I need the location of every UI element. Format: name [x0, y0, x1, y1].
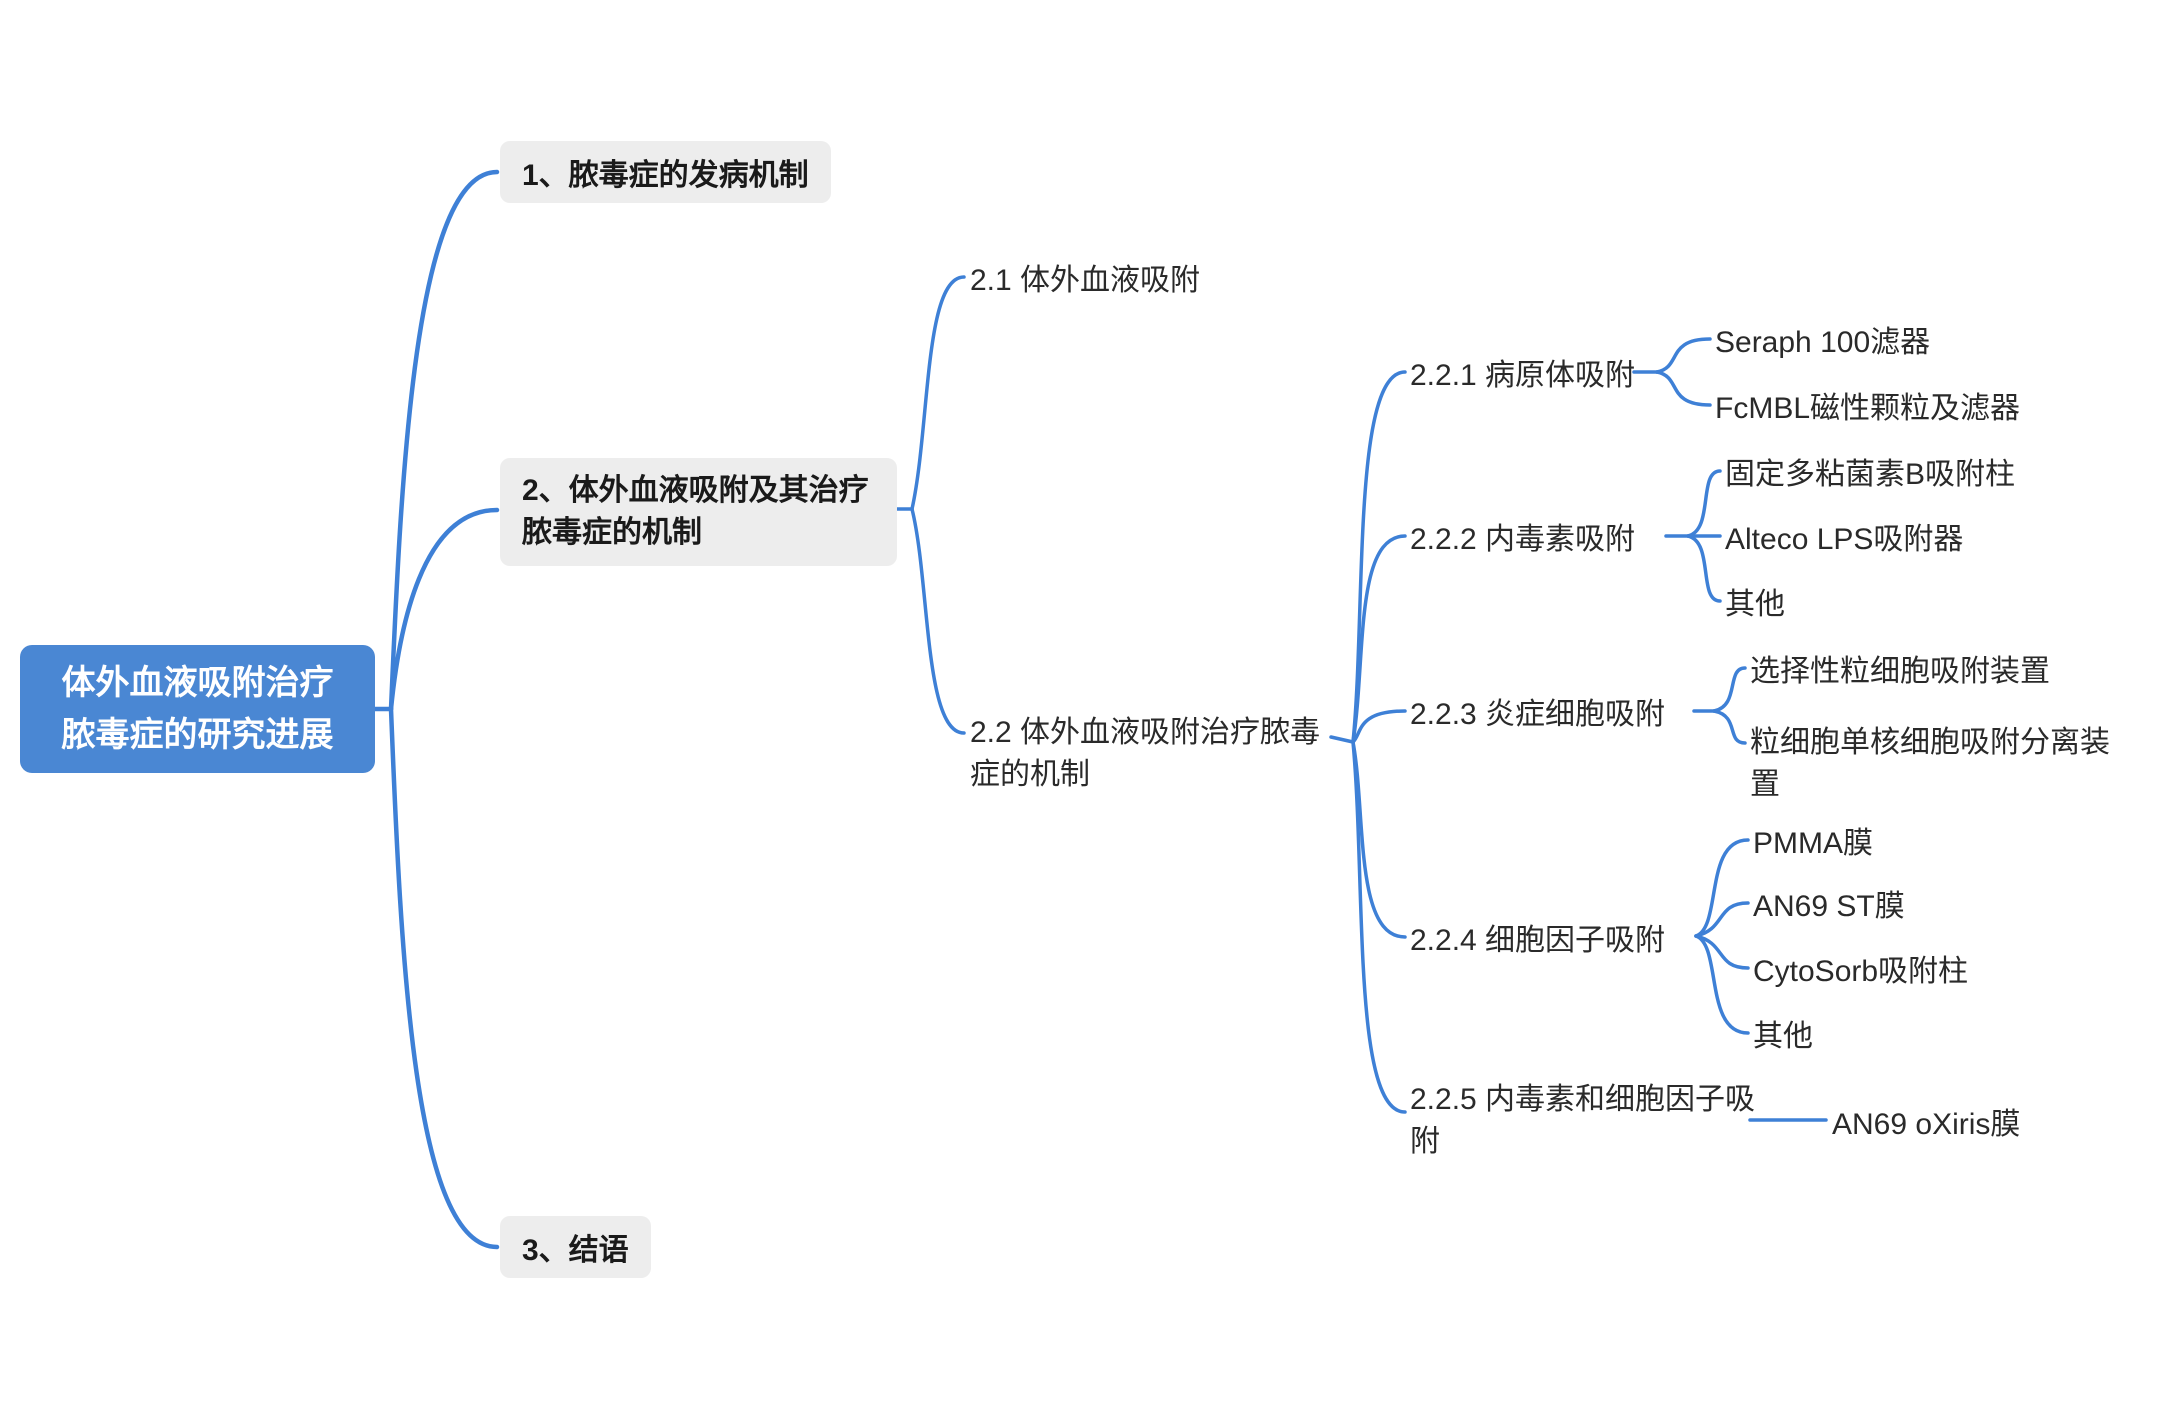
root-branch-connectors: [372, 169, 500, 1250]
topic-2-blood-adsorption[interactable]: 2、体外血液吸附及其治疗 脓毒症的机制: [500, 458, 897, 566]
subtopic-2-2-connectors: [1329, 370, 1407, 1114]
leaf-endotoxin-other[interactable]: 其他: [1725, 588, 1785, 621]
leaf-polymyxin-b-column[interactable]: 固定多粘菌素B吸附柱: [1725, 458, 2016, 491]
node-2-2-1-pathogen-adsorption[interactable]: 2.2.1 病原体吸附: [1410, 359, 1636, 392]
node-2-2-1-connectors: [1632, 337, 1712, 407]
leaf-an69-oxiris-membrane[interactable]: AN69 oXiris膜: [1832, 1108, 2021, 1141]
leaf-an69-st-membrane[interactable]: AN69 ST膜: [1753, 890, 1905, 923]
leaf-pmma-membrane[interactable]: PMMA膜: [1753, 827, 1873, 860]
leaf-seraph-100[interactable]: Seraph 100滤器: [1715, 326, 1931, 359]
node-2-2-3-inflammatory-cell-adsorption[interactable]: 2.2.3 炎症细胞吸附: [1410, 698, 1666, 731]
node-2-2[interactable]: 2.2 体外血液吸附治疗脓毒 症的机制: [970, 716, 1321, 791]
leaf-cytosorb-column[interactable]: CytoSorb吸附柱: [1753, 955, 1969, 988]
leaf-fcmbl-magnetic-particles[interactable]: FcMBL磁性颗粒及滤器: [1715, 392, 2021, 425]
node-2-1[interactable]: 2.1 体外血液吸附: [970, 264, 1201, 297]
node-2-2-4-cytokine-adsorption[interactable]: 2.2.4 细胞因子吸附: [1410, 924, 1666, 957]
node-2-2-5-endotoxin-and-cytokine-adsorption[interactable]: 2.2.5 内毒素和细胞因子吸 附: [1410, 1083, 1756, 1158]
topic-3-conclusion[interactable]: 3、结语: [500, 1216, 651, 1278]
leaf-cytokine-other[interactable]: 其他: [1753, 1020, 1813, 1053]
node-2-2-2-endotoxin-adsorption[interactable]: 2.2.2 内毒素吸附: [1410, 523, 1636, 556]
topic-1-sepsis-mechanism[interactable]: 1、脓毒症的发病机制: [500, 141, 831, 203]
topic2-connectors: [895, 275, 966, 735]
node-2-2-4-connectors: [1694, 838, 1750, 1035]
root-node[interactable]: 体外血液吸附治疗 脓毒症的研究进展: [20, 645, 375, 773]
node-2-2-3-connectors: [1692, 666, 1747, 745]
leaf-alteco-lps[interactable]: Alteco LPS吸附器: [1725, 523, 1964, 556]
leaf-granulocyte-monocyte-apheresis-device[interactable]: 粒细胞单核细胞吸附分离装 置: [1750, 726, 2110, 801]
node-2-2-2-connectors: [1664, 469, 1722, 603]
leaf-selective-granulocyte-device[interactable]: 选择性粒细胞吸附装置: [1750, 655, 2050, 688]
